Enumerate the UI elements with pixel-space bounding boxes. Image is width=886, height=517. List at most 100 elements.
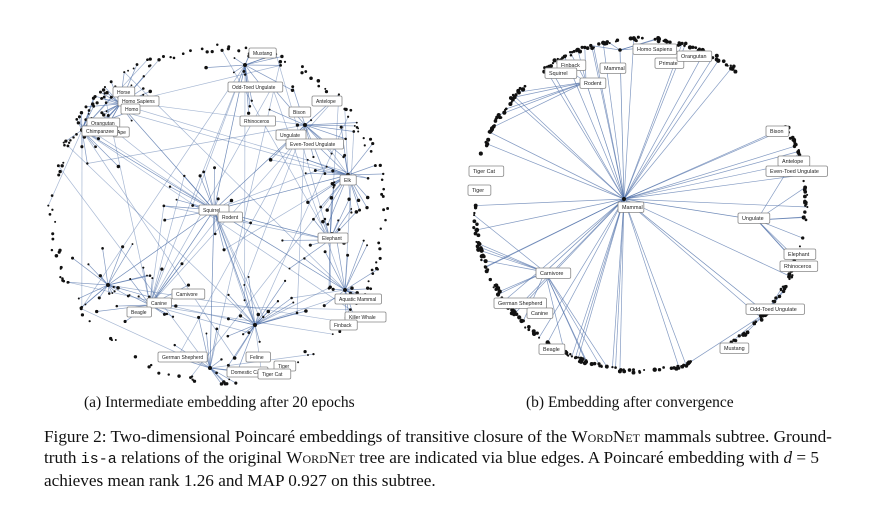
- node-point: [803, 185, 808, 190]
- node-label-box: [745, 303, 805, 315]
- node-point: [64, 139, 68, 143]
- node-label-text: Mammal: [622, 205, 643, 211]
- node-point: [377, 241, 381, 245]
- node-label-text: Domestic Cat: [231, 370, 262, 376]
- node-label: Feline: [245, 351, 271, 363]
- node-point: [161, 55, 165, 59]
- edge: [271, 86, 346, 291]
- node-point: [366, 244, 369, 247]
- node-point: [58, 169, 62, 174]
- edge: [254, 297, 292, 326]
- node-point: [304, 309, 308, 313]
- node-point: [524, 326, 527, 329]
- node-point: [232, 71, 235, 74]
- edge: [228, 294, 256, 326]
- node-point: [95, 101, 99, 105]
- edge: [485, 198, 625, 268]
- node-label-text: Carnivore: [540, 271, 563, 277]
- edge: [68, 281, 109, 286]
- edge: [623, 43, 683, 200]
- node-point: [283, 60, 287, 63]
- edge: [623, 60, 719, 200]
- node-point: [672, 366, 676, 370]
- node-label-text: Ape: [117, 130, 126, 136]
- node-point: [570, 355, 574, 358]
- node-point: [107, 292, 111, 295]
- node-point: [722, 61, 725, 64]
- edge: [149, 304, 333, 335]
- node-point: [367, 280, 370, 283]
- edge: [124, 71, 346, 291]
- node-point: [238, 50, 240, 53]
- node-label: Carnivore: [535, 267, 572, 279]
- node-label-text: Orangutan: [681, 54, 706, 60]
- node-point: [343, 288, 347, 292]
- edge: [234, 57, 246, 66]
- node-point: [192, 379, 197, 383]
- node-point: [579, 359, 582, 363]
- node-point: [476, 240, 481, 245]
- node-point: [297, 361, 300, 364]
- node-point: [169, 55, 172, 59]
- node-point: [375, 261, 378, 264]
- node-point: [370, 268, 374, 272]
- node-point: [226, 47, 230, 51]
- node-point: [54, 220, 57, 223]
- node-label-box: [126, 306, 152, 318]
- edge: [254, 302, 294, 326]
- node-point: [378, 163, 382, 168]
- edge: [149, 304, 249, 333]
- node-label-box: [334, 293, 382, 305]
- node-point: [171, 315, 175, 318]
- node-point: [486, 137, 491, 142]
- node-label-text: German Shepherd: [162, 355, 203, 361]
- node-point: [381, 172, 385, 176]
- node-label-box: [81, 125, 118, 137]
- node-point: [349, 308, 352, 311]
- node-label-box: [765, 165, 828, 177]
- edge: [270, 159, 349, 176]
- node-point: [51, 237, 55, 241]
- node-point: [215, 327, 219, 331]
- edge: [344, 108, 349, 176]
- node-label-text: Tiger Cat: [262, 372, 283, 378]
- edge: [473, 214, 546, 273]
- edge: [244, 64, 293, 91]
- node-label-text: Elk: [344, 178, 351, 184]
- node-label: German Shepherd: [493, 297, 547, 309]
- edge: [254, 286, 331, 326]
- node-label: Tiger Cat: [468, 165, 505, 177]
- node-point: [112, 285, 115, 289]
- edge: [107, 284, 150, 298]
- node-label-text: Antelope: [782, 159, 803, 165]
- edge: [243, 284, 256, 326]
- edge: [544, 67, 625, 200]
- node-point: [313, 169, 317, 172]
- node-label-box: [146, 297, 172, 309]
- node-point: [343, 153, 347, 157]
- node-point: [126, 294, 130, 298]
- edge: [254, 324, 263, 374]
- node-point: [103, 92, 107, 95]
- node-point: [527, 325, 531, 329]
- caption-wordnet-1: WordNet: [571, 427, 640, 446]
- node-label-box: [245, 351, 271, 363]
- edge: [547, 198, 625, 343]
- node-label-box: [737, 212, 771, 224]
- node-point: [310, 119, 313, 122]
- node-label: Elephant: [783, 248, 817, 260]
- edge: [78, 122, 215, 211]
- node-point: [200, 47, 204, 51]
- edge: [243, 124, 306, 286]
- node-point: [130, 84, 133, 87]
- node-label: Elk: [339, 174, 357, 186]
- edge: [477, 246, 546, 273]
- node-point: [322, 304, 326, 308]
- edge: [304, 122, 357, 126]
- node-point: [746, 331, 750, 335]
- node-point: [337, 219, 340, 222]
- edge: [591, 47, 625, 200]
- node-point: [309, 76, 313, 81]
- node-point: [327, 286, 331, 290]
- node-point: [148, 57, 152, 61]
